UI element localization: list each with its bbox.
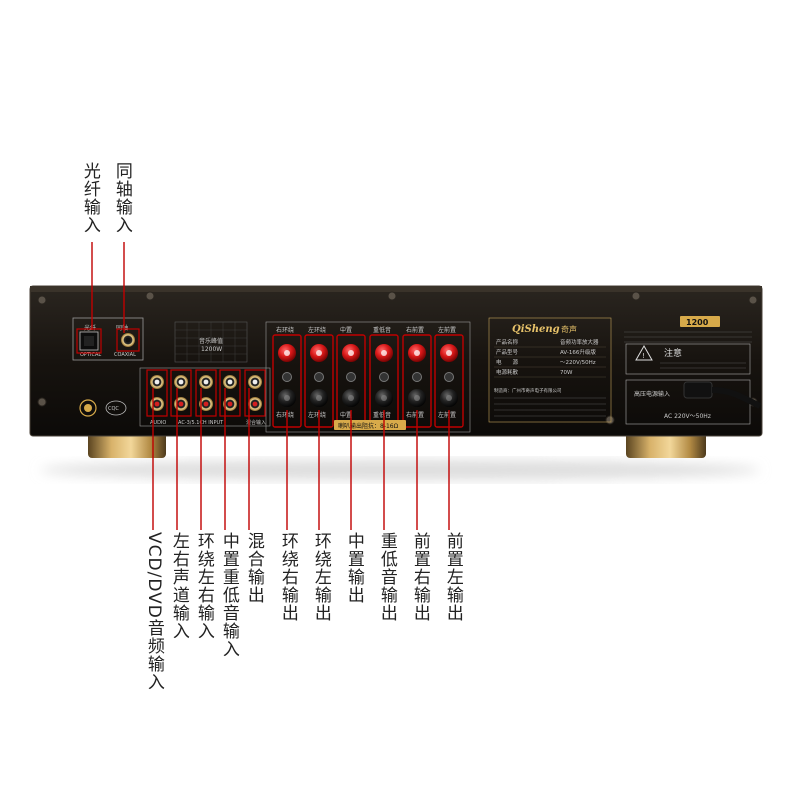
rca-jack[interactable] bbox=[150, 397, 164, 411]
left-foot bbox=[88, 432, 166, 458]
speaker-header: 右环绕 bbox=[276, 326, 294, 334]
label-lr-channel-input: 左右声道输入 bbox=[168, 532, 189, 640]
brand-cn: 奇声 bbox=[561, 324, 577, 334]
info-value: ～220V/50Hz bbox=[560, 360, 596, 366]
info-value: 70W bbox=[560, 370, 573, 376]
spec-power: 1200W bbox=[201, 346, 222, 353]
speaker-footer: 右前置 bbox=[406, 411, 424, 419]
label-center-output: 中置输出 bbox=[343, 532, 364, 604]
svg-text:!: ! bbox=[642, 352, 645, 360]
power-section: 1200 ! 注意 高压电源输入 AC 220V～50Hz bbox=[624, 316, 762, 425]
ac-rating: AC 220V～50Hz bbox=[664, 413, 711, 420]
digital-input-block: 光纤 同轴 OPTICAL COAXIAL bbox=[72, 317, 144, 361]
power-input-label: 高压电源输入 bbox=[634, 390, 670, 398]
model-badge: 1200 bbox=[686, 318, 709, 327]
rca-jack[interactable] bbox=[223, 397, 237, 411]
warning-title: 注意 bbox=[664, 347, 682, 359]
rca-highlight bbox=[195, 369, 217, 417]
rca-jack[interactable] bbox=[150, 375, 164, 389]
label-subwoofer-output: 重低音输出 bbox=[376, 532, 397, 622]
label-coaxial-input: 同轴输入 bbox=[111, 162, 132, 234]
speaker-footer: 左环绕 bbox=[308, 411, 326, 419]
info-key: 产品型号 bbox=[496, 348, 519, 356]
cert-marks: CQC bbox=[79, 399, 127, 417]
brand-logo: QiSheng bbox=[512, 324, 560, 335]
info-value: AV-166升级版 bbox=[560, 348, 596, 356]
info-key: 电源耗散 bbox=[496, 368, 519, 376]
cqc-mark: CQC bbox=[108, 406, 119, 412]
label-optical-input: 光纤输入 bbox=[79, 162, 100, 234]
rca-jack[interactable] bbox=[248, 375, 262, 389]
rca-highlight bbox=[219, 369, 241, 417]
spec-title: 音乐峰值 bbox=[199, 337, 223, 345]
rca-jack[interactable] bbox=[223, 375, 237, 389]
speaker-footer: 重低音 bbox=[373, 411, 391, 419]
speaker-header: 重低音 bbox=[373, 326, 391, 334]
rca-jack[interactable] bbox=[199, 397, 213, 411]
label-center-sub-input: 中置重低音输入 bbox=[218, 532, 239, 658]
panel-top-edge bbox=[30, 286, 762, 292]
rca-jack[interactable] bbox=[174, 375, 188, 389]
label-front-right-output: 前置右输出 bbox=[409, 532, 430, 622]
power-cord bbox=[711, 387, 762, 409]
info-key: 电 源 bbox=[496, 358, 519, 366]
label-front-left-output: 前置左输出 bbox=[442, 532, 463, 622]
info-value: 音频功率放大器 bbox=[560, 338, 599, 346]
coaxial-sub: COAXIAL bbox=[114, 352, 136, 358]
floor-shadow bbox=[40, 460, 760, 480]
maker-line: 制造商：广州市奇声电子有限公司 bbox=[494, 387, 562, 394]
optical-sub: OPTICAL bbox=[80, 352, 101, 358]
speaker-header: 左前置 bbox=[438, 326, 456, 334]
label-vcd-dvd-input: VCD/DVD音频输入 bbox=[143, 532, 164, 691]
coaxial-highlight bbox=[116, 328, 140, 352]
speaker-footer: 中置 bbox=[340, 411, 352, 419]
optical-highlight bbox=[76, 328, 102, 354]
speaker-header: 左环绕 bbox=[308, 326, 326, 334]
rca-label-audio: AUDIO bbox=[150, 420, 166, 426]
rca-jack[interactable] bbox=[199, 375, 213, 389]
speaker-footer: 左前置 bbox=[438, 411, 456, 419]
speaker-header: 右前置 bbox=[406, 326, 424, 334]
info-key: 产品名称 bbox=[496, 338, 519, 346]
power-cord-plug bbox=[683, 381, 713, 399]
rca-highlight bbox=[170, 369, 192, 417]
spec-graphic: 音乐峰值 1200W bbox=[174, 321, 248, 363]
speaker-footer: 右环绕 bbox=[276, 411, 294, 419]
rca-jack[interactable] bbox=[248, 397, 262, 411]
rca-jack[interactable] bbox=[174, 397, 188, 411]
right-foot bbox=[626, 432, 706, 458]
leader-lines bbox=[76, 242, 450, 530]
speaker-header: 中置 bbox=[340, 326, 352, 334]
rca-highlight bbox=[146, 369, 168, 417]
label-surround-right-output: 环绕右输出 bbox=[277, 532, 298, 622]
rca-highlight bbox=[244, 369, 266, 417]
label-surround-lr-input: 环绕左右输入 bbox=[193, 532, 214, 640]
optical-tag: 光纤 bbox=[84, 324, 96, 332]
rca-label-mix: 混合输入 bbox=[246, 419, 266, 426]
impedance-note: 喇叭输出阻抗：8-16Ω bbox=[338, 422, 399, 430]
coaxial-tag: 同轴 bbox=[116, 324, 128, 332]
label-surround-left-output: 环绕左输出 bbox=[310, 532, 331, 622]
rca-input-group: AUDIO AC-3/5.1CH INPUT 混合输入 bbox=[139, 367, 271, 427]
label-mix-output: 混合输出 bbox=[243, 532, 264, 604]
